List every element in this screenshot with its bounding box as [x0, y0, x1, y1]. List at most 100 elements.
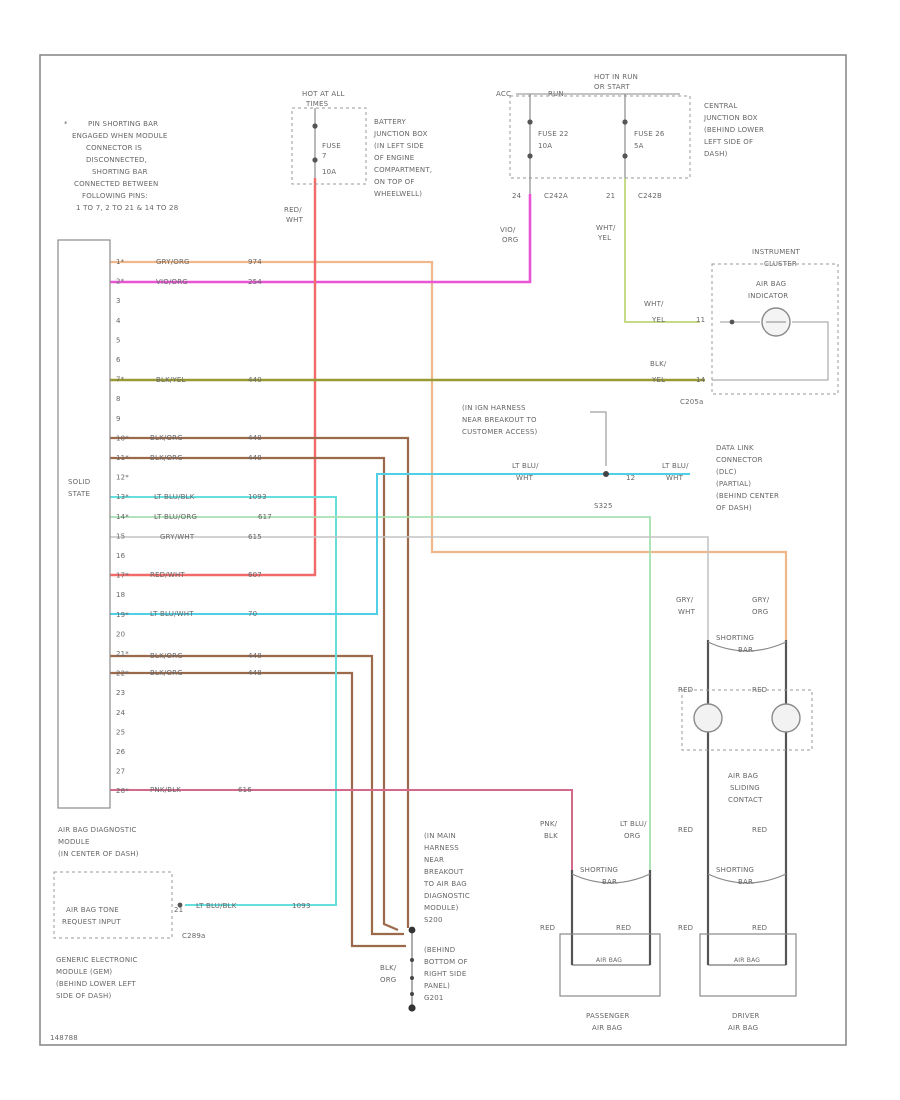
module-body [57, 239, 111, 809]
pass-shorting-bar-2: BAR [602, 878, 617, 886]
module-pin-label: 4 [116, 317, 121, 325]
gem-pin-terminal [177, 902, 183, 908]
dlc-label-6: OF DASH) [716, 504, 752, 512]
note-line-2: ENGAGED WHEN MODULE [72, 132, 167, 140]
driver-red-left-2: RED [678, 826, 693, 834]
s200-note-4: BREAKOUT [424, 868, 464, 876]
wire-label-blk-yel: BLK/YEL [156, 376, 186, 384]
bjb-label-7: WHEELWELL) [374, 190, 422, 198]
cluster-connector: C205a [680, 398, 704, 406]
fuse-22-terminal-2 [527, 153, 533, 159]
pass-red-left: RED [540, 924, 555, 932]
g201-note-1: (BEHIND [424, 946, 455, 954]
acc-label: ACC [496, 90, 511, 98]
module-pin-label: 18 [116, 591, 125, 599]
fuse-a-label-3: 10A [322, 168, 336, 176]
c242b-label: C242B [638, 192, 662, 200]
cjb-label-4: LEFT SIDE OF [704, 138, 753, 146]
wire-cluster-return [712, 321, 829, 381]
module-pin-label: 13* [116, 493, 129, 501]
module-pin-label: 17* [116, 572, 129, 580]
module-pin-label: 28* [116, 787, 129, 795]
module-caption-1: AIR BAG DIAGNOSTIC [58, 826, 137, 834]
bjb-label-1: BATTERY [374, 118, 407, 126]
driver-red-right-2: RED [752, 826, 767, 834]
driver-caption-2: AIR BAG [728, 1024, 758, 1032]
footer-code: 148788 [50, 1034, 78, 1042]
wire-red-wht [110, 178, 317, 577]
dlc-label-2: CONNECTOR [716, 456, 763, 464]
airbag-indicator-label-1: AIR BAG [756, 280, 786, 288]
s200-note-1: (IN MAIN [424, 832, 456, 840]
cluster-blk-yel-1: BLK/ [650, 360, 667, 368]
wire-label-red-wht-17: RED/WHT [150, 571, 185, 579]
wire-vio-org [110, 194, 532, 284]
module-pin-label: 6 [116, 356, 121, 364]
cjb-label-3: (BEHIND LOWER [704, 126, 764, 134]
wire-layer [110, 178, 829, 1008]
pass-airbag-text: AIR BAG [596, 957, 622, 964]
s200-note-8: S200 [424, 916, 443, 924]
wire-num-615: 615 [248, 533, 262, 541]
ground-terminal-1 [410, 958, 414, 962]
driver-caption-1: DRIVER [732, 1012, 760, 1020]
driver-red-right: RED [752, 686, 767, 694]
pin-24-label: 24 [512, 192, 522, 200]
dlc-lt-blu-wht-2a: LT BLU/ [662, 462, 689, 470]
module-pin-label: 10* [116, 434, 129, 442]
wire-gry-wht [110, 536, 709, 640]
hot-run-label-1: HOT IN RUN [594, 73, 638, 81]
passenger-airbag-circuit: PNK/ BLK LT BLU/ ORG SHORTING BAR RED RE… [540, 820, 661, 1032]
driver-shorting-bar-top [707, 641, 787, 652]
red-wht-label-2: WHT [286, 216, 304, 224]
dlc-lt-blu-wht-1b: WHT [516, 474, 534, 482]
sliding-contact-outline [681, 689, 813, 751]
wire-num-1093: 1093 [248, 493, 267, 501]
cjb-label-1: CENTRAL [704, 102, 738, 110]
pass-caption-1: PASSENGER [586, 1012, 630, 1020]
central-fuse-box-outline [509, 95, 691, 179]
module-pin-label: 15 [116, 532, 125, 540]
gem-caption-1: GENERIC ELECTRONIC [56, 956, 138, 964]
gem-caption-2: MODULE (GEM) [56, 968, 112, 976]
wire-blk-org-10 [110, 436, 410, 928]
driver-gry-org-2: ORG [752, 608, 768, 616]
gem-caption-3: (BEHIND LOWER LEFT [56, 980, 136, 988]
wire-num-617: 617 [258, 513, 272, 521]
wire-label-blk-org-10: BLK/ORG [150, 434, 183, 442]
cjb-label-2: JUNCTION BOX [703, 114, 758, 122]
fuse-26-label-2: 5A [634, 142, 644, 150]
module-pin-label: 7* [116, 376, 125, 384]
battery-fuse-box-outline [291, 107, 367, 185]
module-pin-label: 5 [116, 336, 121, 344]
driver-shorting-bar-bottom [707, 873, 787, 884]
sliding-contact-label-1: AIR BAG [728, 772, 758, 780]
gem-conn: C289a [182, 932, 206, 940]
pass-lt-blu-org-1: LT BLU/ [620, 820, 647, 828]
ground-circuit: (IN MAIN HARNESS NEAR BREAKOUT TO AIR BA… [380, 832, 470, 1012]
s200-note-6: DIAGNOSTIC [424, 892, 470, 900]
hot-at-all-times-1: HOT AT ALL [302, 90, 345, 98]
wire-label-lt-blu-blk: LT BLU/BLK [154, 493, 195, 501]
fuse-22-label-2: 10A [538, 142, 552, 150]
pass-caption-2: AIR BAG [592, 1024, 622, 1032]
wire-num-254: 254 [248, 278, 262, 286]
fuse-a-label-1: FUSE [322, 142, 341, 150]
shorting-bar-note: * PIN SHORTING BAR ENGAGED WHEN MODULE C… [64, 120, 178, 212]
wire-num-448-10: 448 [248, 434, 262, 442]
s200-note-2: HARNESS [424, 844, 459, 852]
wire-label-gry-wht: GRY/WHT [160, 533, 195, 541]
wire-lt-blu-org [110, 516, 651, 870]
driver-airbag-circuit: GRY/ WHT GRY/ ORG SHORTING BAR RED RED A… [676, 596, 813, 1032]
pass-pnk-blk-1: PNK/ [540, 820, 558, 828]
module-pin-label: 9 [116, 415, 121, 423]
dlc-splice-dot [603, 471, 609, 477]
diagram-border [39, 54, 847, 1046]
clockspring-right-icon [771, 703, 801, 733]
pin-21-top-label: 21 [606, 192, 615, 200]
wire-label-lt-blu-wht: LT BLU/WHT [150, 610, 194, 618]
wire-label-vio-org: VIO/ORG [156, 278, 188, 286]
module-label-1: SOLID [68, 478, 90, 486]
wire-blk-org-22 [110, 671, 406, 948]
